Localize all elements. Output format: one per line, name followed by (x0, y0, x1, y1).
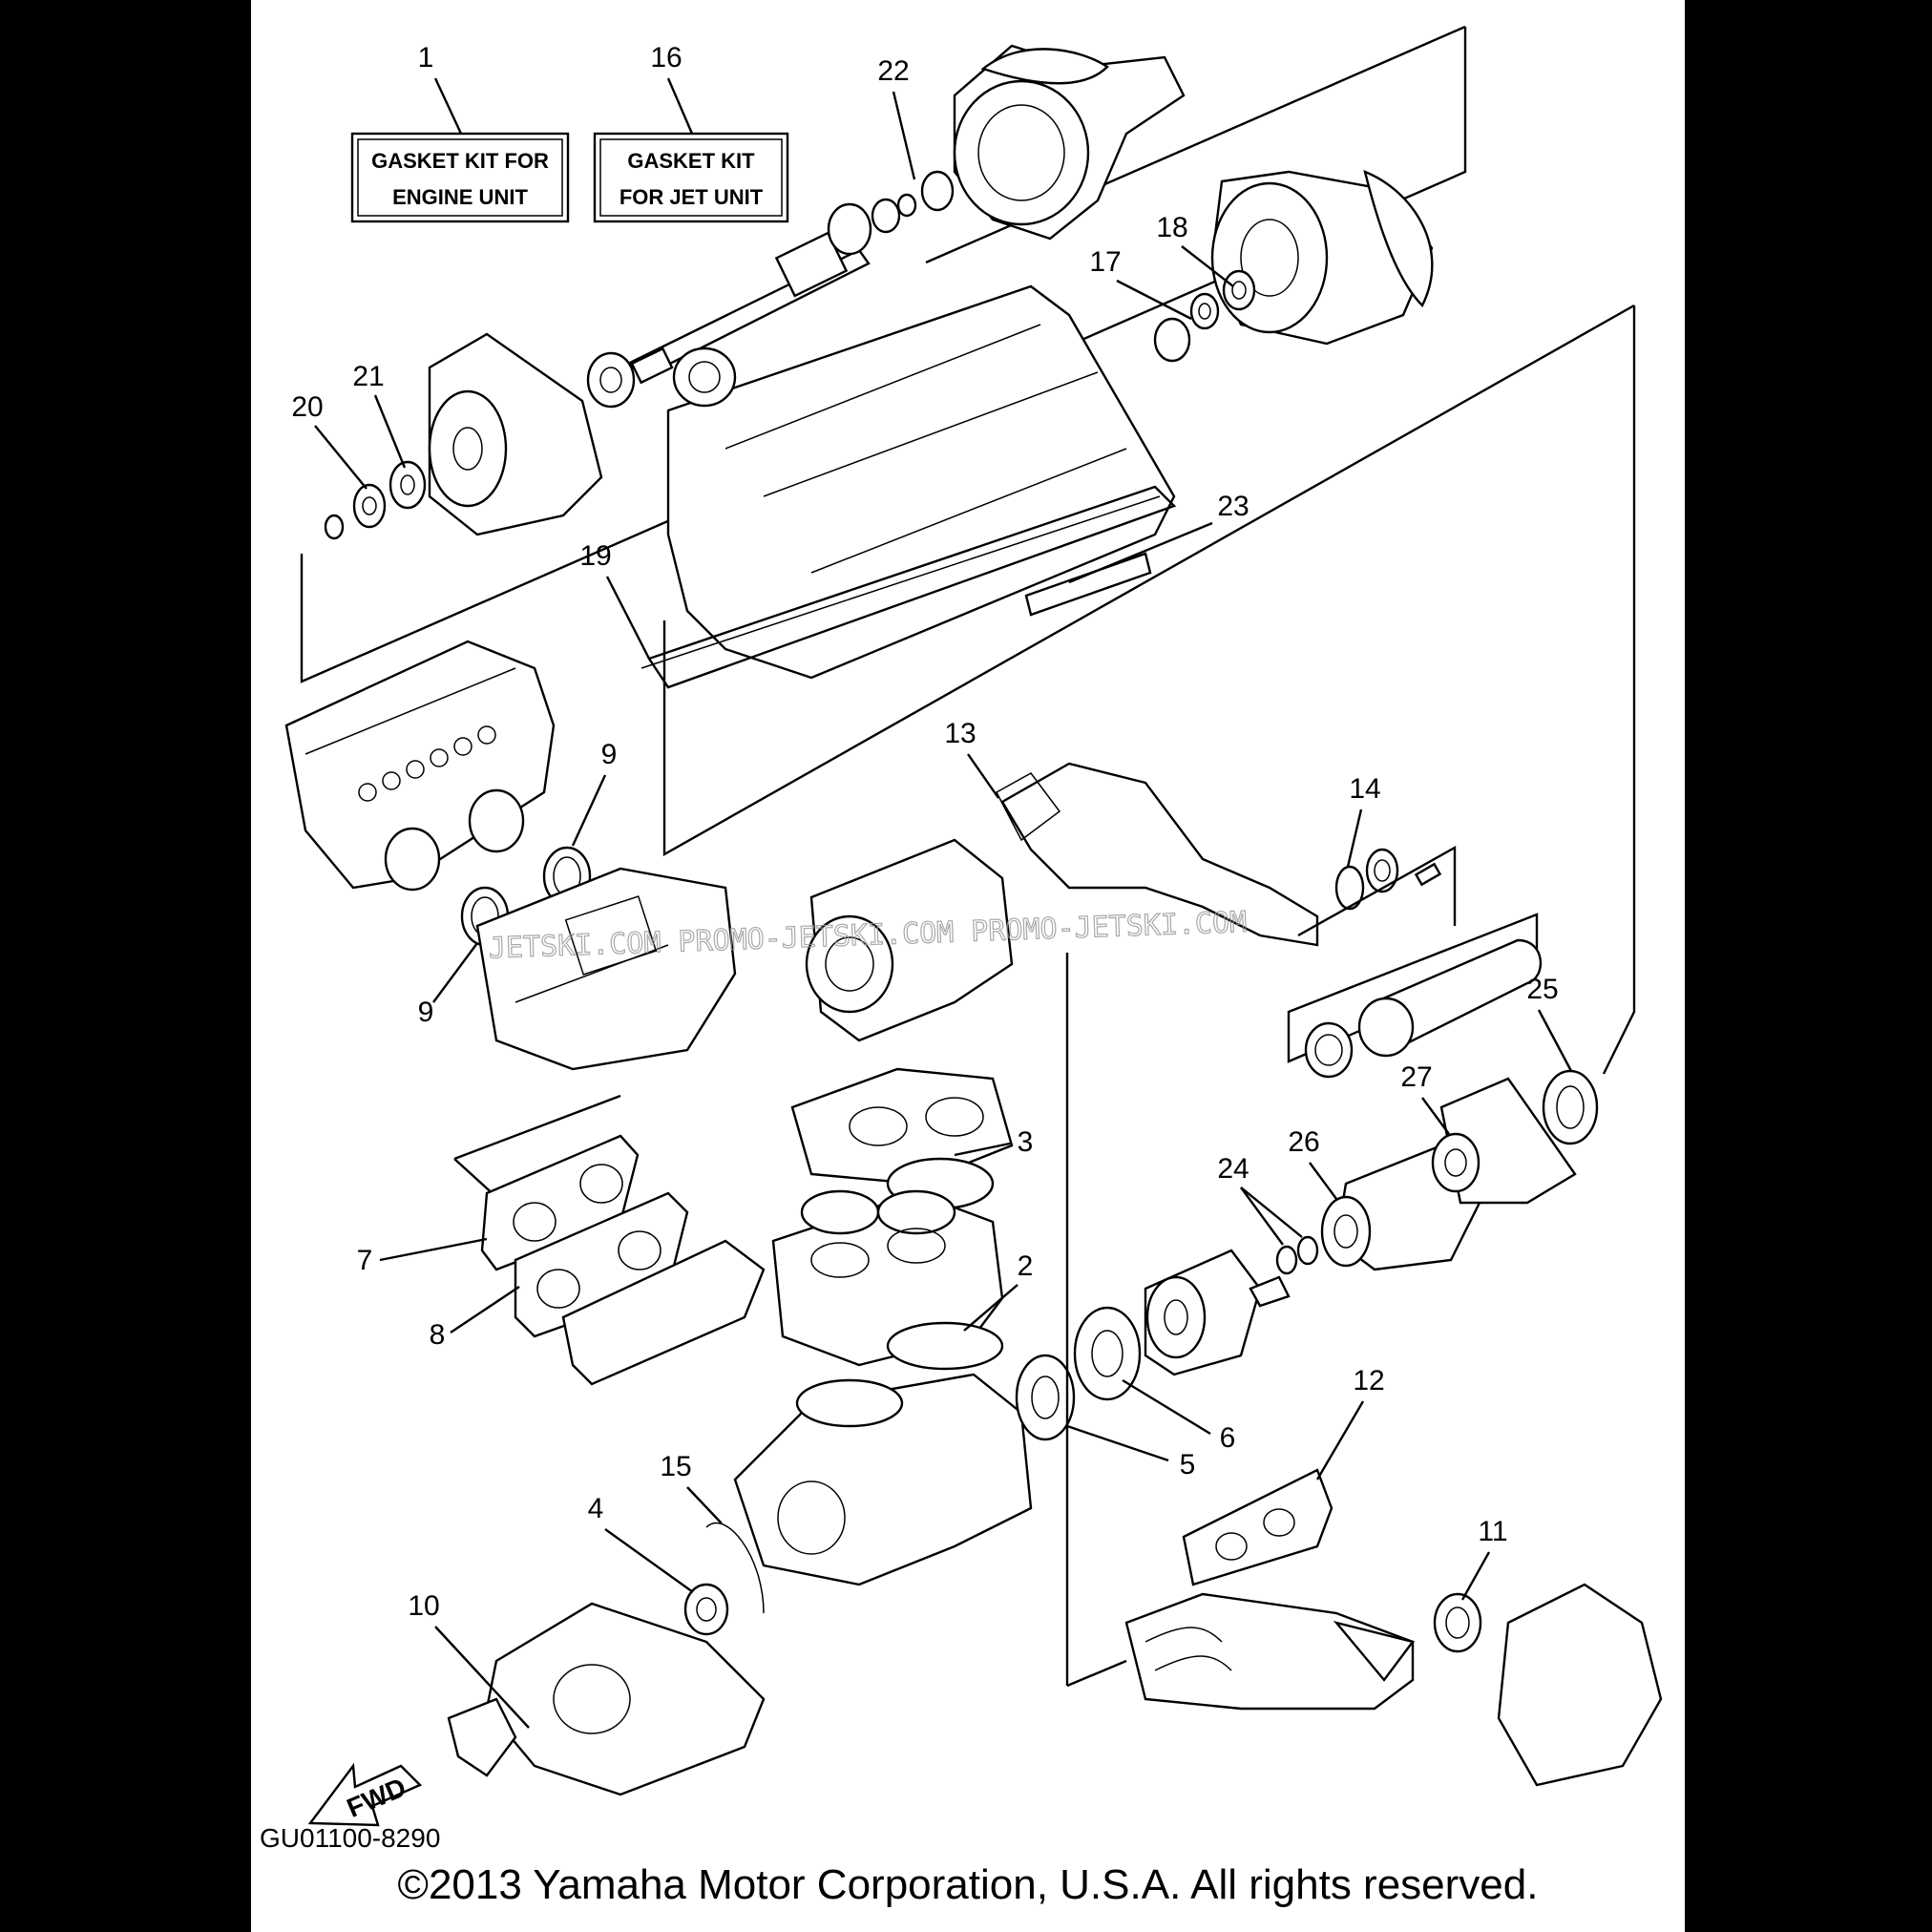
gasket-14-part[interactable] (1297, 845, 1457, 937)
callout-12: 12 (1353, 1365, 1384, 1396)
gasket-12-part[interactable] (1182, 1468, 1334, 1586)
callout-6: 6 (1220, 1422, 1236, 1454)
jet-nozzle-part[interactable] (953, 44, 1186, 241)
kit-label-jet-line2: FOR JET UNIT (620, 185, 764, 209)
callout-27: 27 (1400, 1061, 1432, 1093)
callout-25: 25 (1526, 974, 1558, 1005)
drive-shaft-part[interactable] (586, 170, 955, 409)
callout-9-bottom: 9 (418, 997, 434, 1028)
callout-8: 8 (430, 1319, 446, 1351)
callout-23: 23 (1217, 491, 1249, 522)
callout-7: 7 (357, 1245, 373, 1276)
carburetor-part[interactable] (475, 867, 737, 1071)
callouts: 22 18 17 21 20 23 19 13 9 14 9 25 (291, 55, 1573, 1729)
exhaust-sleeve-part[interactable] (1287, 913, 1542, 1079)
water-box-part[interactable] (1065, 953, 1416, 1711)
impeller-housing-part[interactable] (1210, 170, 1434, 346)
callout-24: 24 (1217, 1153, 1249, 1185)
callout-15: 15 (660, 1451, 691, 1482)
fwd-arrow-icon: FWD (307, 1762, 423, 1827)
magneto-cover-part[interactable] (447, 1602, 766, 1796)
callout-22: 22 (877, 55, 909, 87)
exhaust-manifold-part[interactable] (805, 762, 1319, 1042)
callout-18: 18 (1156, 212, 1187, 243)
callout-21: 21 (352, 361, 384, 392)
kit-number-16: 16 (650, 42, 682, 74)
copyright-notice: ©2013 Yamaha Motor Corporation, U.S.A. A… (397, 1861, 1539, 1908)
callout-19: 19 (579, 540, 611, 572)
callout-26: 26 (1288, 1126, 1319, 1158)
bearing-housing-26-27-part[interactable] (1320, 1077, 1577, 1271)
callout-14: 14 (1349, 773, 1380, 805)
callout-2: 2 (1018, 1250, 1034, 1282)
seal-17-18-part[interactable] (1153, 269, 1256, 363)
seal-4-15-part[interactable] (683, 1522, 765, 1636)
callout-10: 10 (408, 1590, 439, 1622)
intake-manifold-gasket-part[interactable] (453, 1094, 766, 1386)
kit-label-jet-line1: GASKET KIT (627, 149, 755, 173)
kit-label-engine-line2: ENGINE UNIT (392, 185, 528, 209)
bearing-housing-part[interactable] (324, 332, 603, 540)
kit-label-engine-line1: GASKET KIT FOR (371, 149, 549, 173)
intake-duct-part[interactable] (666, 284, 1176, 680)
callout-20: 20 (291, 391, 323, 423)
cylinder-block-part[interactable] (771, 1189, 1004, 1371)
kit-number-1: 1 (418, 42, 434, 74)
o-rings-24-part[interactable] (1249, 1235, 1319, 1308)
kit-box-jet[interactable]: 16 GASKET KIT FOR JET UNIT (593, 42, 789, 223)
kit-box-engine[interactable]: 1 GASKET KIT FOR ENGINE UNIT (350, 42, 570, 223)
air-box-part[interactable] (284, 640, 556, 892)
callout-3: 3 (1018, 1126, 1034, 1158)
callout-4: 4 (588, 1493, 604, 1524)
crankcase-part[interactable] (733, 1373, 1033, 1586)
callout-9-top: 9 (601, 739, 618, 770)
gasket-11-part[interactable] (1433, 1583, 1663, 1787)
callout-17: 17 (1089, 246, 1121, 278)
intake-gasket-19-part[interactable] (640, 485, 1177, 689)
seal-25-part[interactable] (1542, 1069, 1599, 1145)
callout-11: 11 (1478, 1516, 1507, 1547)
part-code: GU01100-8290 (260, 1823, 441, 1853)
callout-5: 5 (1180, 1449, 1196, 1480)
callout-13: 13 (944, 718, 976, 749)
cylinder-head-part[interactable] (790, 1067, 1014, 1210)
coupler-part[interactable] (1015, 1249, 1262, 1441)
